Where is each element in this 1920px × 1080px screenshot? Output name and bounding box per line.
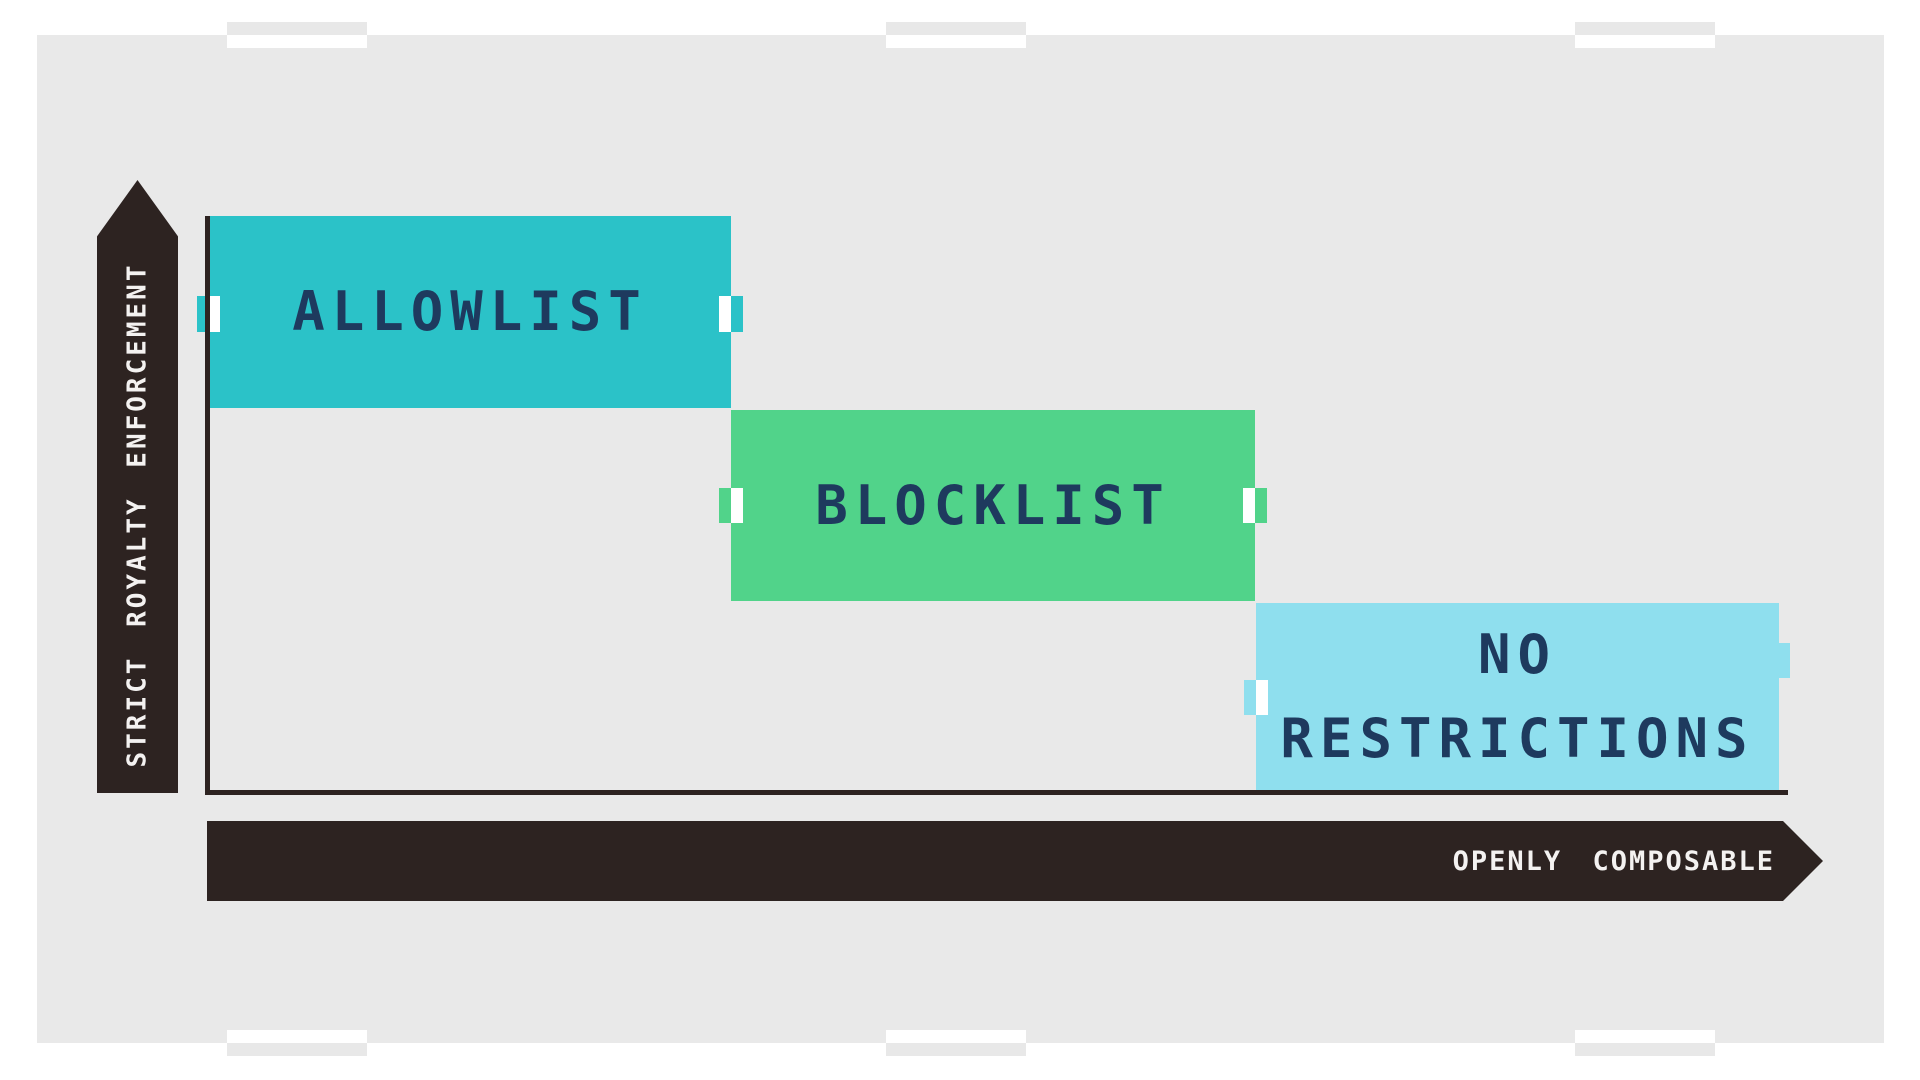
registration-mark [1575,22,1715,35]
blocklist-box: BLOCKLIST [731,410,1255,601]
blocklist-label: BLOCKLIST [815,473,1171,537]
no-restrictions-box: NO RESTRICTIONS [1256,603,1779,790]
allowlist-right-handle-inner [719,296,731,332]
registration-mark [1575,35,1715,48]
registration-mark [227,35,367,48]
registration-mark [227,22,367,35]
allowlist-left-handle-inner [209,296,220,332]
registration-mark [886,1030,1026,1043]
y-axis-label-container: STRICT ROYALTY ENFORCEMENT [97,236,178,793]
registration-mark [227,1030,367,1043]
allowlist-label: ALLOWLIST [292,280,648,344]
blocklist-right-handle-outer [1255,488,1267,523]
allowlist-box: ALLOWLIST [209,216,731,408]
x-axis-arrow: OPENLY COMPOSABLE [207,821,1823,901]
no-restrictions-left-handle-outer [1244,680,1256,715]
no-restrictions-right-handle-outer [1779,643,1790,678]
registration-mark [1575,1043,1715,1056]
y-axis-label: STRICT ROYALTY ENFORCEMENT [122,262,153,767]
blocklist-left-handle-inner [731,488,743,523]
no-restrictions-left-handle-inner [1256,680,1268,715]
blocklist-right-handle-inner [1243,488,1255,523]
blocklist-left-handle-outer [719,488,731,523]
registration-mark [1575,1030,1715,1043]
y-axis-line [205,216,210,794]
no-restrictions-label: NO RESTRICTIONS [1280,622,1755,770]
registration-mark [886,35,1026,48]
registration-mark [886,1043,1026,1056]
x-axis-label: OPENLY COMPOSABLE [1452,845,1775,877]
registration-mark [886,22,1026,35]
allowlist-right-handle-outer [731,296,743,332]
y-axis-arrow [97,180,178,793]
x-axis-line [205,790,1788,795]
registration-mark [227,1043,367,1056]
